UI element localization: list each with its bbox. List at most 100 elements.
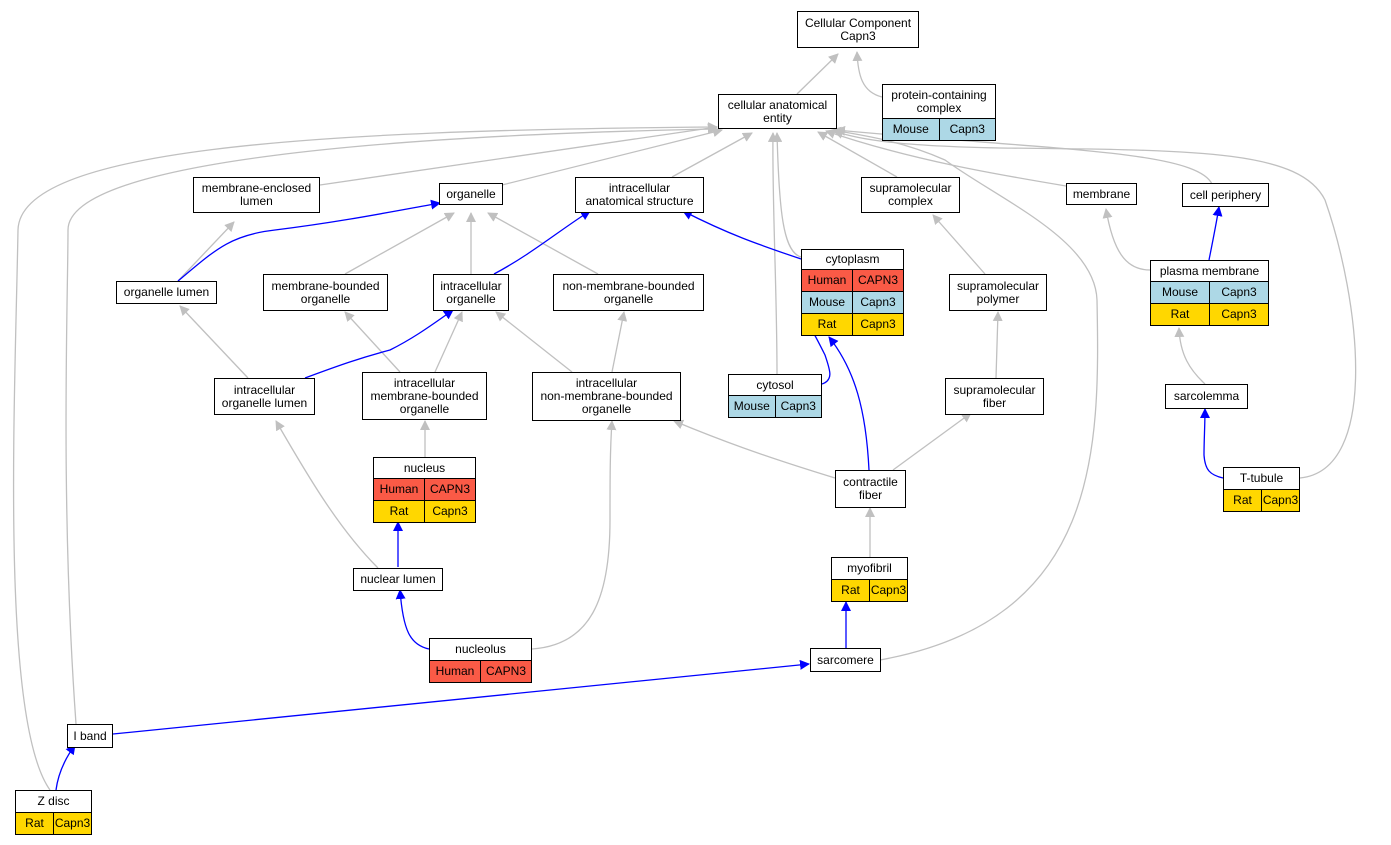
node-imbo: intracellular membrane-bounded organelle — [362, 372, 487, 420]
gene-cell: CAPN3 — [424, 479, 475, 500]
species-cell: Rat — [841, 583, 860, 597]
node-root: Cellular Component Capn3 — [797, 11, 919, 48]
node-smc: supramolecular complex — [861, 177, 960, 213]
edge-cytoplasm-cae — [772, 132, 802, 258]
gene-cell: Capn3 — [53, 813, 91, 834]
edge-organelle-cae — [501, 127, 723, 186]
edge-cytoplasm-ias — [682, 210, 802, 260]
species-cell: Rat — [389, 504, 409, 518]
node-title: cytosol — [756, 377, 794, 392]
node-title: plasma membrane — [1159, 263, 1260, 278]
node-iol: intracellular organelle lumen — [214, 378, 315, 415]
gene-cell: Capn3 — [852, 314, 903, 335]
gene-cell: Capn3 — [1209, 304, 1268, 325]
node-title: membrane-enclosed lumen — [201, 181, 312, 208]
node-title: organelle — [446, 186, 496, 201]
node-title: nuclear lumen — [360, 572, 436, 586]
edge-zdisc-iband — [55, 744, 76, 791]
node-title: cytoplasm — [825, 252, 880, 266]
annotation-row: Mouse Capn3 — [729, 395, 821, 417]
node-sarcolemma: sarcolemma — [1165, 384, 1248, 409]
edge-mbo-organelle — [344, 212, 455, 275]
gene-cell: Capn3 — [774, 396, 822, 417]
species-cell: Mouse — [892, 122, 929, 136]
edge-nucleolus-inmbo — [531, 420, 617, 650]
edge-ias-cae — [671, 132, 753, 178]
edge-iband-cae — [65, 124, 718, 725]
species-cell: Rat — [817, 317, 837, 331]
edge-pm-membrane — [1102, 208, 1151, 271]
edge-zdisc-cae — [12, 122, 718, 791]
species-cell: Mouse — [733, 399, 770, 413]
annotation-row: Rat Capn3 — [374, 500, 475, 522]
edge-smp-smc — [932, 214, 986, 275]
edge-nl-iol — [275, 420, 379, 569]
node-mel: membrane-enclosed lumen — [193, 177, 320, 213]
node-sarcomere: sarcomere — [810, 648, 881, 672]
edge-orglumen-organelle — [177, 199, 441, 282]
node-title: T-tubule — [1239, 471, 1284, 485]
edge-ttubule-cae — [833, 129, 1357, 479]
gene-cell: CAPN3 — [852, 270, 903, 291]
species-cell: Mouse — [1161, 285, 1199, 299]
species-cell: Rat — [1170, 307, 1190, 321]
node-title: sarcomere — [817, 652, 874, 667]
edge-cytosol-cae — [767, 132, 778, 375]
edge-sarcomere-cae — [831, 126, 1099, 661]
edge-inmbo-io — [495, 311, 573, 373]
node-title: Z disc — [37, 794, 70, 808]
node-nl: nuclear lumen — [353, 568, 443, 591]
species-cell: Human — [379, 482, 419, 496]
node-title: membrane-bounded organelle — [271, 278, 380, 306]
node-title: supramolecular fiber — [953, 382, 1036, 410]
annotation-row: Rat Capn3 — [802, 313, 903, 335]
node-title: supramolecular complex — [869, 181, 952, 208]
edge-smf-smp — [992, 311, 1003, 379]
species-cell: Mouse — [808, 295, 846, 309]
gene-cell: Capn3 — [424, 501, 475, 522]
annotation-row: Human CAPN3 — [802, 269, 903, 291]
species-cell: Rat — [1233, 493, 1252, 507]
edge-pcc-root — [852, 51, 883, 98]
node-title: intracellular organelle lumen — [221, 382, 308, 410]
species-cell: Human — [807, 273, 847, 287]
node-inmbo: intracellular non-membrane-bounded organ… — [532, 372, 681, 421]
species-cell: Rat — [25, 816, 44, 830]
edge-cae-root — [796, 53, 839, 95]
edge-smc-cae — [817, 131, 898, 178]
edge-sarcolemma-pm — [1174, 327, 1206, 385]
edge-inmbo-nmbo — [611, 311, 628, 373]
node-nmbo: non-membrane-bounded organelle — [553, 274, 704, 311]
node-organelle: organelle — [439, 183, 503, 205]
node-cf: contractile fiber — [835, 470, 906, 508]
edge-orglumen-mel — [177, 221, 235, 282]
node-title: intracellular membrane-bounded organelle — [370, 375, 479, 416]
gene-cell: Capn3 — [869, 580, 907, 601]
node-title: Cellular Component Capn3 — [804, 15, 912, 43]
node-membrane: membrane — [1066, 183, 1137, 205]
gene-cell: Capn3 — [938, 119, 996, 140]
node-title: nucleolus — [455, 642, 506, 656]
edge-cf-cytoplasm — [828, 336, 870, 471]
node-title: contractile fiber — [843, 475, 898, 502]
node-title: intracellular organelle — [440, 278, 502, 306]
gene-cell: CAPN3 — [480, 661, 531, 682]
annotation-row: Mouse Capn3 — [883, 118, 995, 140]
node-title: cellular anatomical entity — [727, 97, 828, 125]
node-smp: supramolecular polymer — [949, 274, 1047, 311]
node-title: intracellular anatomical structure — [585, 181, 694, 208]
edge-mel-cae — [319, 123, 718, 186]
